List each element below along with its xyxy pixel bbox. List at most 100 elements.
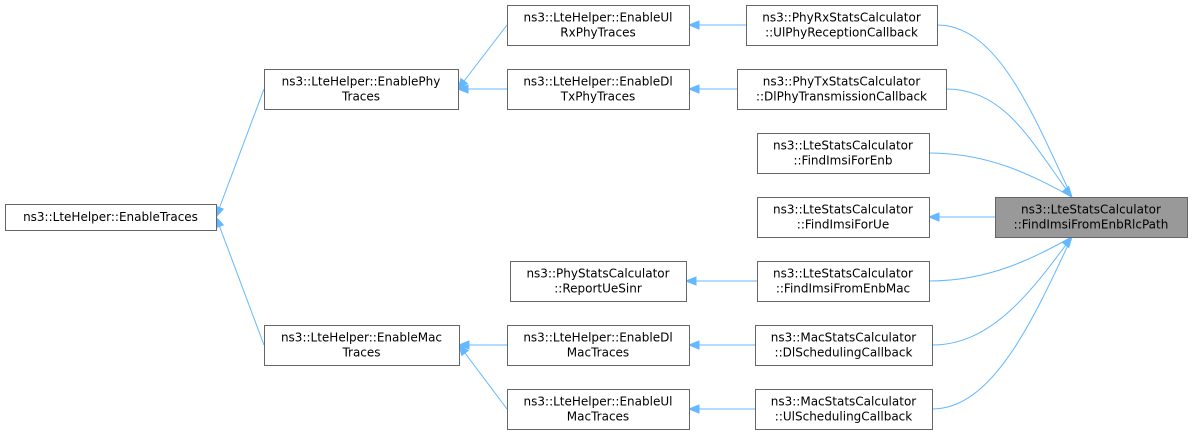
arrowhead <box>457 340 470 350</box>
edge-enable-dl-mac-to-dl-scheduling <box>687 340 755 350</box>
node-find-imsi-for-ue[interactable]: ns3::LteStatsCalculator::FindImsiForUe <box>757 197 930 238</box>
node-box <box>755 389 933 430</box>
node-label-line: ns3::LteStatsCalculator <box>773 203 913 217</box>
edge-find-imsi-from-enb-mac-to-find-imsi-from-enb-rlc-path <box>928 235 1073 282</box>
node-box <box>757 133 930 174</box>
edge-dl-phy-transmission-to-find-imsi-from-enb-rlc-path <box>945 88 1073 199</box>
edge-find-imsi-for-enb-to-find-imsi-from-enb-rlc-path <box>928 152 1073 199</box>
node-label-line: ns3::LteStatsCalculator <box>1021 203 1161 217</box>
node-box <box>264 325 460 366</box>
node-label-line: Traces <box>341 346 380 360</box>
node-label-line: ns3::PhyStatsCalculator <box>526 267 669 281</box>
node-ul-phy-reception[interactable]: ns3::PhyRxStatsCalculator::UlPhyReceptio… <box>746 5 938 46</box>
node-box <box>507 389 690 430</box>
node-box <box>510 261 687 302</box>
node-box <box>507 69 690 110</box>
edge-line <box>457 24 508 90</box>
node-label-line: MacTraces <box>567 410 629 424</box>
node-label-line: Traces <box>341 90 380 104</box>
node-label-line: ns3::LteHelper::EnableDl <box>523 331 672 345</box>
node-label-line: ns3::LteHelper::EnableUl <box>524 395 673 409</box>
node-box <box>746 5 938 46</box>
node-label-line: ns3::MacStatsCalculator <box>771 331 917 345</box>
arrowhead <box>684 276 697 286</box>
node-label-line: ns3::LteHelper::EnableMac <box>281 331 442 345</box>
arrowhead <box>457 77 469 91</box>
node-label-line: ns3::MacStatsCalculator <box>771 395 917 409</box>
node-label-line: ns3::LteStatsCalculator <box>773 139 913 153</box>
node-label-line: ns3::LteHelper::EnableDl <box>523 75 672 89</box>
edge-enable-mac-traces-to-enable-ul-mac <box>458 343 508 410</box>
edge-enable-traces-to-enable-mac-traces <box>215 215 265 346</box>
edge-layer <box>215 20 1073 414</box>
edge-ul-scheduling-to-find-imsi-from-enb-rlc-path <box>931 235 1073 410</box>
edge-line <box>928 236 1073 282</box>
node-box <box>755 325 933 366</box>
node-find-imsi-for-enb[interactable]: ns3::LteStatsCalculator::FindImsiForEnb <box>757 133 930 174</box>
arrowhead <box>458 343 470 357</box>
edge-line <box>931 236 1073 410</box>
node-label-line: ns3::PhyRxStatsCalculator <box>762 11 921 25</box>
node-ul-scheduling[interactable]: ns3::MacStatsCalculator::UlSchedulingCal… <box>755 389 933 430</box>
edge-find-imsi-for-ue-to-find-imsi-from-enb-rlc-path <box>927 212 995 222</box>
edge-line <box>931 236 1073 346</box>
arrowhead <box>687 340 700 350</box>
node-box <box>5 204 217 231</box>
node-box <box>757 197 930 238</box>
edge-enable-phy-traces-to-enable-ul-rx-phy <box>457 24 508 91</box>
arrowhead <box>1061 235 1073 249</box>
arrowhead <box>687 404 700 414</box>
node-box <box>264 69 459 110</box>
node-box <box>507 325 690 366</box>
edge-enable-ul-rx-phy-to-ul-phy-reception <box>687 20 746 30</box>
arrowhead <box>456 84 469 94</box>
edge-enable-ul-mac-to-ul-scheduling <box>687 404 755 414</box>
node-label-line: ns3::LteHelper::EnableUl <box>524 11 673 25</box>
edge-enable-dl-tx-phy-to-dl-phy-transmission <box>687 84 737 94</box>
node-label-line: ns3::LteHelper::EnableTraces <box>23 210 198 224</box>
edge-line <box>945 88 1073 198</box>
edge-enable-traces-to-enable-phy-traces <box>215 88 265 219</box>
node-label-line: TxPhyTraces <box>560 90 635 104</box>
node-find-imsi-from-enb-rlc-path: ns3::LteStatsCalculator::FindImsiFromEnb… <box>995 197 1188 238</box>
edge-line <box>928 152 1073 198</box>
node-enable-traces[interactable]: ns3::LteHelper::EnableTraces <box>5 204 217 231</box>
node-label-line: ::FindImsiForUe <box>797 218 889 232</box>
edge-dl-scheduling-to-find-imsi-from-enb-rlc-path <box>931 235 1073 346</box>
node-layer: ns3::LteHelper::EnableTracesns3::LteHelp… <box>5 5 1188 430</box>
arrowhead <box>687 84 700 94</box>
node-label-line: ns3::PhyTxStatsCalculator <box>763 75 921 89</box>
node-dl-phy-transmission[interactable]: ns3::PhyTxStatsCalculator::DlPhyTransmis… <box>737 69 947 110</box>
arrowhead <box>927 212 940 222</box>
node-box <box>507 5 690 46</box>
edge-line <box>215 216 265 346</box>
edge-line <box>936 24 1073 198</box>
node-box <box>737 69 947 110</box>
arrowhead <box>1061 185 1073 199</box>
arrowhead <box>687 20 700 30</box>
edge-line <box>458 344 508 410</box>
node-dl-scheduling[interactable]: ns3::MacStatsCalculator::DlSchedulingCal… <box>755 325 933 366</box>
node-label-line: RxPhyTraces <box>560 26 635 40</box>
node-box <box>995 197 1188 238</box>
node-label-line: ::ReportUeSinr <box>554 282 642 296</box>
edge-enable-phy-traces-to-enable-dl-tx-phy <box>456 84 507 94</box>
node-label-line: ::DlPhyTransmissionCallback <box>756 90 927 104</box>
node-report-ue-sinr[interactable]: ns3::PhyStatsCalculator::ReportUeSinr <box>510 261 687 302</box>
node-label-line: ::DlSchedulingCallback <box>775 346 913 360</box>
edge-enable-mac-traces-to-enable-dl-mac <box>457 340 507 350</box>
node-label-line: MacTraces <box>567 346 629 360</box>
node-label-line: ::FindImsiFromEnbRlcPath <box>1014 218 1169 232</box>
node-label-line: ns3::LteStatsCalculator <box>773 267 913 281</box>
edge-report-ue-sinr-to-find-imsi-from-enb-mac <box>684 276 757 286</box>
node-label-line: ::FindImsiFromEnbMac <box>776 282 910 296</box>
node-find-imsi-from-enb-mac[interactable]: ns3::LteStatsCalculator::FindImsiFromEnb… <box>757 261 930 302</box>
node-label-line: ::UlSchedulingCallback <box>775 410 912 424</box>
